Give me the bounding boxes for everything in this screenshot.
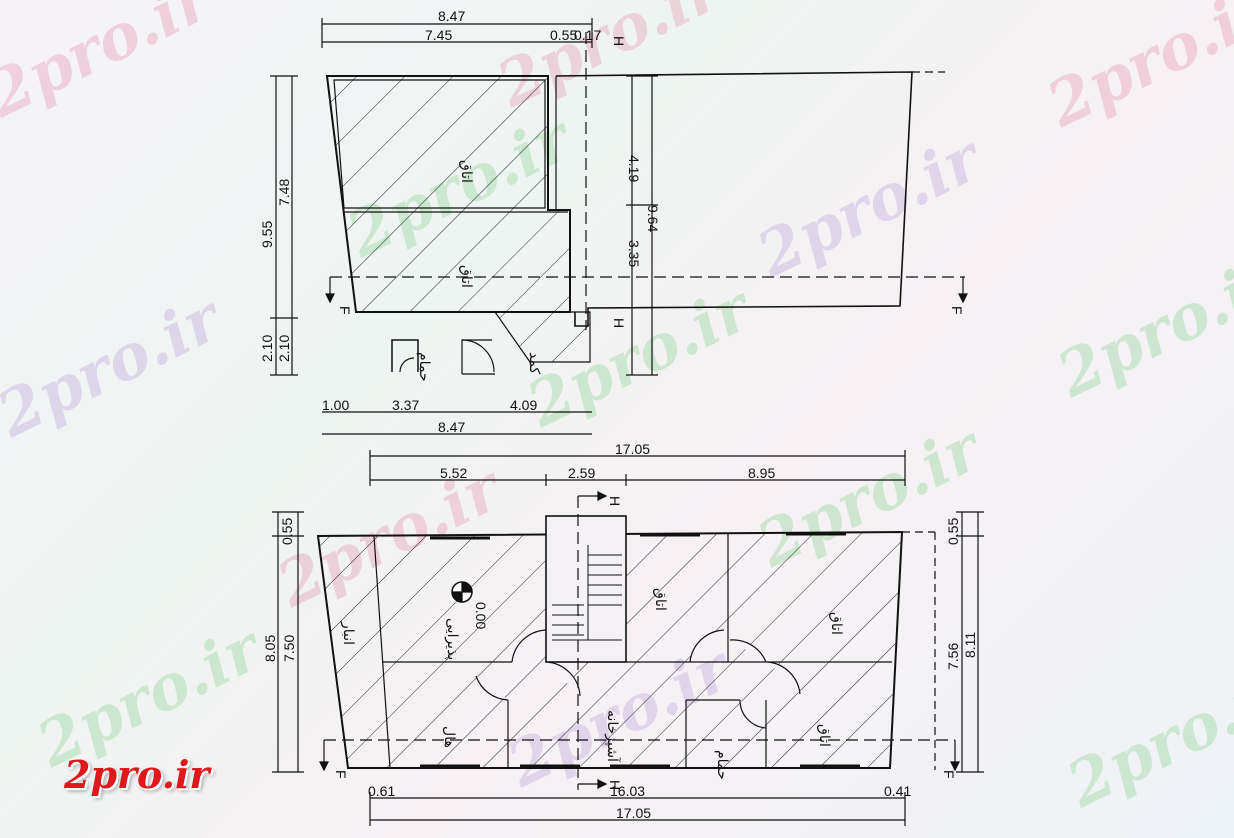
upper-dimension-labels: 8.47 7.45 0.55 0.17 9.55 7.48 2.10 2.10 … [259, 8, 965, 435]
room-label: پذیرایی [444, 618, 461, 660]
section-mark: F [337, 306, 353, 315]
room-label: حمام [416, 352, 433, 382]
dim-label: 0.41 [884, 783, 911, 799]
dim-label: 7.56 [945, 643, 961, 670]
dim-label: 7.50 [281, 635, 297, 662]
dim-label: 7.45 [425, 27, 452, 43]
dim-label: 2.10 [276, 335, 292, 362]
dim-label: 0.17 [574, 27, 601, 43]
room-label: اتاق [458, 160, 475, 183]
dim-label: 9.64 [645, 205, 661, 232]
dim-label: 17.05 [615, 441, 650, 457]
room-label: آشپزخانه [604, 710, 622, 763]
dim-label: 16.03 [610, 783, 645, 799]
section-mark: H [607, 780, 623, 790]
level-mark: 0.00 [473, 602, 489, 629]
dim-label: 0.61 [368, 783, 395, 799]
dim-label: 0.55 [279, 518, 295, 545]
dim-label: 3.37 [392, 397, 419, 413]
section-mark: F [941, 770, 957, 779]
section-mark: F [333, 770, 349, 779]
room-label: اتاق [828, 612, 845, 635]
dim-label: 8.47 [438, 419, 465, 435]
lower-plan [272, 450, 984, 826]
section-mark: F [949, 306, 965, 315]
dim-label: 3.35 [626, 240, 642, 267]
dim-label: 4.09 [510, 397, 537, 413]
room-label: اتاق [458, 265, 475, 288]
lower-dimension-labels: 17.05 5.52 2.59 8.95 0.55 0.55 8.05 7.50… [262, 441, 978, 821]
dim-label: 8.47 [438, 8, 465, 24]
dim-label: 5.52 [440, 465, 467, 481]
section-mark: H [607, 496, 623, 506]
room-label: هال [442, 726, 458, 748]
dim-label: 8.05 [262, 635, 278, 662]
dim-label: 2.10 [259, 335, 275, 362]
dim-label: 8.11 [962, 632, 978, 658]
room-label: کمد [527, 352, 543, 374]
site-logo: 2pro.ir [64, 752, 210, 797]
room-label: حمام [714, 750, 731, 780]
room-label: انبار [340, 621, 357, 645]
dim-label: 4.19 [626, 155, 642, 182]
dim-label: 2.59 [568, 465, 595, 481]
dim-label: 0.55 [550, 27, 577, 43]
dim-label: 9.55 [259, 221, 275, 248]
dim-label: 0.55 [945, 518, 961, 545]
dim-label: 8.95 [748, 465, 775, 481]
dim-label: 1.00 [322, 397, 349, 413]
room-label: اتاق [652, 588, 669, 611]
dim-label: 17.05 [616, 805, 651, 821]
section-mark: H [611, 36, 627, 46]
room-label: اتاق [816, 724, 833, 747]
section-mark: H [611, 318, 627, 328]
dim-label: 7.48 [276, 179, 292, 206]
upper-plan [270, 18, 968, 435]
